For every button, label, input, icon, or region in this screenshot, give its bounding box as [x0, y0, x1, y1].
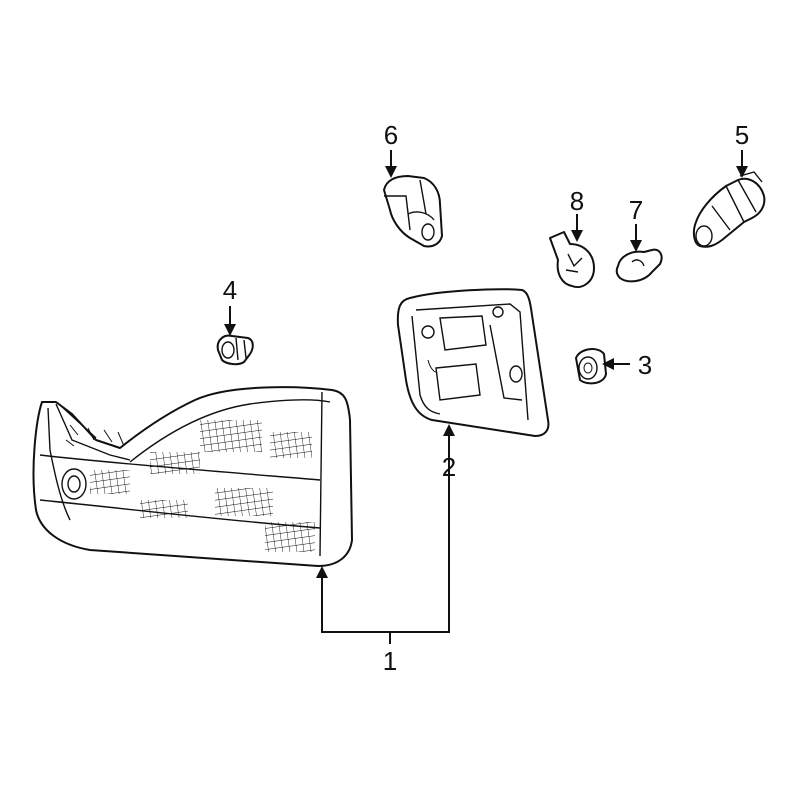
arrowhead-6 [385, 166, 397, 178]
arrowhead-5 [736, 166, 748, 178]
callout-1: 1 [383, 646, 397, 676]
push-clip [216, 334, 254, 366]
bulb-socket-small [383, 175, 443, 248]
bulb-socket-large [692, 171, 766, 248]
grommet [575, 348, 607, 385]
arrowhead-1 [316, 566, 328, 578]
callout-8: 8 [570, 186, 584, 216]
wedge-bulb-small [615, 248, 663, 283]
leader-line-1 [321, 432, 450, 644]
callout-5: 5 [735, 120, 749, 150]
arrowhead-4 [224, 324, 236, 336]
arrowhead-3 [602, 358, 614, 370]
callout-2: 2 [442, 452, 456, 482]
callout-3: 3 [638, 350, 652, 380]
callout-7: 7 [629, 195, 643, 225]
wedge-bulb-large [549, 231, 595, 288]
arrowhead-7 [630, 240, 642, 252]
callout-6: 6 [384, 120, 398, 150]
socket-plate [396, 288, 550, 437]
inner-lamp-assembly [32, 386, 353, 567]
arrowhead-2 [443, 424, 455, 436]
callout-4: 4 [223, 275, 237, 305]
arrowhead-8 [571, 230, 583, 242]
